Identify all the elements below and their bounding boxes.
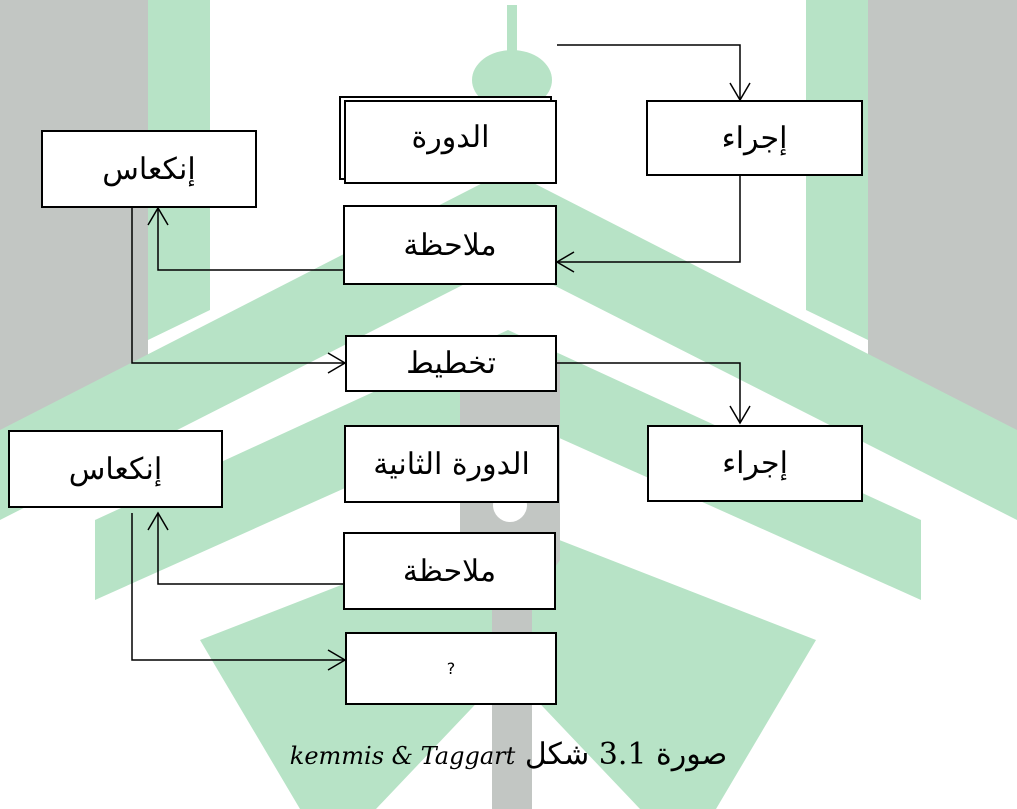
caption-arabic: صورة 3.1 شكل — [524, 737, 728, 772]
cycle2-label-box: الدورة الثانية — [344, 425, 559, 503]
cycle2-action-text: إجراء — [722, 446, 788, 481]
cycle1-reflection-box: إنكعاس — [41, 130, 257, 208]
watermark-gray-right-pillar — [868, 0, 1017, 430]
cycle1-action-box: إجراء — [646, 100, 863, 176]
connector-top-to-action1 — [557, 44, 741, 100]
watermark-spire — [507, 5, 517, 60]
watermark-gray-left-pillar — [0, 0, 148, 430]
cycle1-observation-box: ملاحظة — [343, 205, 557, 285]
cycle1-label-text: الدورة — [411, 120, 490, 155]
arrowhead-reflection2 — [147, 511, 169, 531]
arrowhead-reflection1 — [147, 206, 169, 226]
connector-observation1-to-reflection1 — [157, 208, 343, 271]
arrowhead-observation1 — [555, 251, 575, 273]
cycle1-label-box: الدورة — [344, 100, 557, 184]
planning-text: تخطيط — [406, 346, 496, 381]
cycle1-action-text: إجراء — [721, 120, 788, 156]
watermark-dome — [472, 50, 552, 110]
connector-reflection2-to-next — [131, 513, 345, 661]
cycle2-action-box: إجراء — [647, 425, 863, 502]
cycle1-observation-text: ملاحظة — [403, 227, 497, 263]
cycle2-reflection-box: إنكعاس — [8, 430, 223, 508]
connector-reflection1-to-planning — [131, 208, 345, 364]
arrowhead-action2 — [729, 405, 751, 425]
planning-box: تخطيط — [345, 335, 557, 392]
connector-planning-to-action2 — [557, 362, 741, 423]
connector-observation2-to-reflection2 — [157, 513, 343, 585]
caption-latin: kemmis & Taggart — [289, 742, 516, 770]
cycle2-observation-box: ملاحظة — [343, 532, 556, 610]
next-step-box: ? — [345, 632, 557, 705]
cycle2-label-text: الدورة الثانية — [373, 446, 530, 482]
cycle2-reflection-text: إنكعاس — [68, 451, 163, 487]
cycle2-observation-text: ملاحظة — [402, 553, 497, 589]
cycle1-reflection-text: إنكعاس — [102, 151, 196, 187]
next-step-text: ? — [446, 659, 456, 678]
connector-action1-to-observation1 — [557, 176, 741, 263]
figure-caption: kemmis & Taggart صورة 3.1 شكل — [0, 737, 1017, 772]
